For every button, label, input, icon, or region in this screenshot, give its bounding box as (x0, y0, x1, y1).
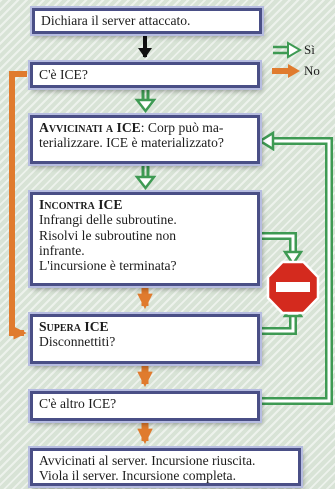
step-final: Avvicinati al server. Incursione riuscit… (30, 448, 301, 486)
legend-yes-label: Sì (304, 42, 315, 57)
step-ice-check-text: C'è ICE? (39, 67, 88, 82)
step-pass-ice: Supera ICE Disconnettiti? (30, 314, 260, 364)
arrow-ice-check-to-approach-yes (134, 88, 157, 114)
step-encounter-ice: Incontra ICE Infrangi delle subroutine. … (30, 192, 260, 286)
arrow-encounter-to-stop-yes (258, 232, 304, 267)
arrow-more-ice-loop-yes (257, 130, 333, 405)
step-final-text: Avvicinati al server. Incursione riuscit… (39, 453, 256, 484)
step-more-ice-text: C'è altro ICE? (39, 396, 117, 411)
step-ice-check: C'è ICE? (30, 62, 260, 88)
legend-no-label: No (304, 63, 320, 78)
step-more-ice: C'è altro ICE? (30, 391, 260, 421)
step-pass-ice-heading: Supera ICE (39, 319, 109, 334)
legend-yes-arrow-icon (273, 41, 302, 59)
arrow-declare-to-ice-check (138, 34, 152, 58)
step-encounter-ice-heading: Incontra ICE (39, 197, 123, 212)
step-approach-ice: Avvicinati a ICE: Corp può ma- terializz… (30, 115, 260, 164)
step-declare-server: Dichiara il server attaccato. (32, 8, 262, 34)
step-approach-ice-heading: Avvicinati a ICE (39, 120, 141, 135)
arrow-ice-check-to-pass-no (9, 71, 27, 340)
legend-no-arrow-icon (272, 64, 300, 78)
step-pass-ice-text: Disconnettiti? (39, 334, 116, 350)
step-encounter-ice-text: Infrangi delle subroutine. Risolvi le su… (39, 212, 177, 274)
stop-sign-icon (266, 260, 320, 315)
arrow-approach-to-encounter-yes (134, 164, 157, 191)
step-declare-server-text: Dichiara il server attaccato. (41, 13, 191, 28)
step-approach-ice-text: : Corp può ma- terializzare. ICE è mater… (39, 120, 224, 151)
